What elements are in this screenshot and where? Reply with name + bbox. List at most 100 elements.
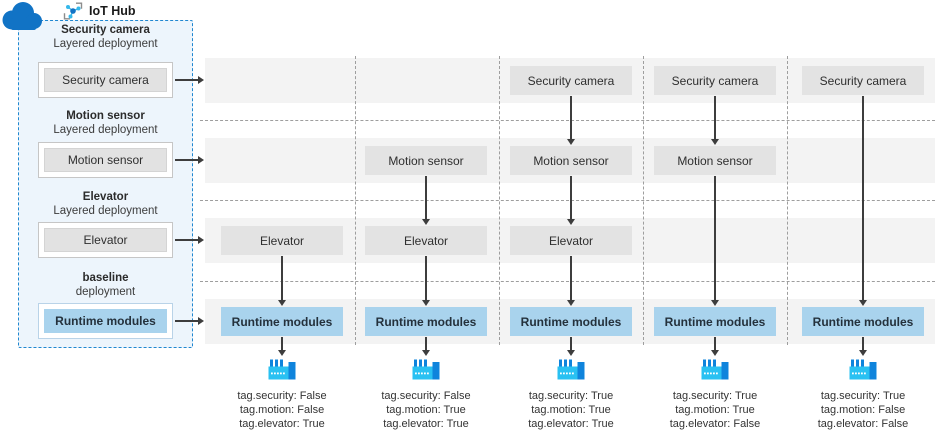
- factory-icon: [701, 358, 729, 386]
- factory-icon: [412, 358, 440, 386]
- arrow-line: [281, 337, 283, 351]
- arrow-head: [198, 317, 204, 325]
- device-tag: tag.motion: True: [531, 404, 611, 416]
- arrow-down: [711, 176, 719, 306]
- device-tag: tag.motion: True: [386, 404, 466, 416]
- deployment-subtitle: deployment: [75, 286, 136, 298]
- deployment-source-label: Elevator: [44, 228, 167, 252]
- module-box: Runtime modules: [365, 307, 487, 336]
- arrow-head: [278, 300, 286, 306]
- device-tag: tag.security: True: [820, 390, 906, 402]
- module-box: Security camera: [510, 66, 632, 95]
- arrow-down: [278, 256, 286, 306]
- module-box: Elevator: [510, 226, 632, 255]
- arrow-down: [567, 256, 575, 306]
- factory-icon: [268, 358, 296, 386]
- deployment-source-box: Elevator: [38, 222, 173, 258]
- device-tag: tag.security: True: [672, 390, 758, 402]
- deployment-source-label: Runtime modules: [44, 309, 167, 333]
- module-box: Runtime modules: [221, 307, 343, 336]
- grid-divider-horizontal: [200, 120, 935, 121]
- arrow-head: [859, 350, 867, 356]
- arrow-line: [714, 176, 716, 301]
- arrow-line: [862, 337, 864, 351]
- arrow-right: [175, 156, 204, 164]
- arrow-down: [859, 337, 867, 356]
- arrow-line: [425, 256, 427, 301]
- iot-hub-header: IoT Hub: [62, 1, 136, 21]
- arrow-down: [422, 176, 430, 225]
- iot-hub-icon: [63, 2, 83, 20]
- device-tags: tag.security: False tag.motion: True tag.e…: [351, 389, 501, 431]
- arrow-head: [278, 350, 286, 356]
- deployment-source-box: Runtime modules: [38, 303, 173, 339]
- arrow-head: [711, 139, 719, 145]
- cloud-icon: [2, 2, 42, 30]
- arrow-down: [859, 96, 867, 306]
- device-tag: tag.motion: False: [239, 404, 325, 416]
- arrow-head: [422, 350, 430, 356]
- arrow-line: [862, 96, 864, 301]
- arrow-line: [570, 176, 572, 220]
- module-box: Motion sensor: [365, 146, 487, 175]
- arrow-line: [714, 337, 716, 351]
- arrow-down: [422, 256, 430, 306]
- module-box: Runtime modules: [510, 307, 632, 336]
- deployment-source-box: Security camera: [38, 62, 173, 98]
- device-tags: tag.security: True tag.motion: True tag.el…: [640, 389, 790, 431]
- arrow-line: [175, 79, 199, 81]
- deployment-subtitle: Layered deployment: [53, 124, 158, 136]
- module-box: Motion sensor: [510, 146, 632, 175]
- arrow-right: [175, 236, 204, 244]
- arrow-head: [567, 139, 575, 145]
- arrow-right: [175, 317, 204, 325]
- device-tag: tag.motion: True: [675, 404, 755, 416]
- arrow-head: [567, 219, 575, 225]
- arrow-down: [422, 337, 430, 356]
- arrow-line: [175, 239, 199, 241]
- arrow-down: [278, 337, 286, 356]
- iot-hub-label: IoT Hub: [89, 4, 136, 18]
- module-box: Runtime modules: [802, 307, 924, 336]
- deployment-title: Security camera: [61, 24, 150, 36]
- arrow-line: [281, 256, 283, 301]
- device-tag: tag.security: True: [528, 390, 614, 402]
- deployment-subtitle: Layered deployment: [53, 38, 158, 50]
- device-tag: tag.elevator: False: [817, 418, 909, 430]
- arrow-line: [425, 337, 427, 351]
- arrow-line: [570, 256, 572, 301]
- module-box: Elevator: [221, 226, 343, 255]
- device-tag: tag.elevator: True: [239, 418, 325, 430]
- module-box: Runtime modules: [654, 307, 776, 336]
- arrow-head: [859, 300, 867, 306]
- deployment-title: baseline: [82, 272, 129, 284]
- arrow-head: [567, 350, 575, 356]
- device-tag: tag.elevator: True: [383, 418, 469, 430]
- module-box: Elevator: [365, 226, 487, 255]
- grid-divider-horizontal: [200, 200, 935, 201]
- device-tag: tag.security: False: [237, 390, 327, 402]
- device-tag: tag.elevator: False: [669, 418, 761, 430]
- arrow-head: [422, 300, 430, 306]
- module-box: Security camera: [802, 66, 924, 95]
- factory-icon: [849, 358, 877, 386]
- deployment-source-label: Security camera: [44, 68, 167, 92]
- arrow-line: [175, 159, 199, 161]
- deployment-title: Motion sensor: [66, 110, 145, 122]
- arrow-right: [175, 76, 204, 84]
- module-box: Motion sensor: [654, 146, 776, 175]
- arrow-head: [198, 236, 204, 244]
- device-tags: tag.security: False tag.motion: False tag.…: [207, 389, 357, 431]
- arrow-head: [198, 76, 204, 84]
- deployment-source-box: Motion sensor: [38, 142, 173, 178]
- arrow-down: [567, 176, 575, 225]
- module-box: Security camera: [654, 66, 776, 95]
- arrow-line: [570, 337, 572, 351]
- arrow-line: [570, 96, 572, 140]
- arrow-line: [175, 320, 199, 322]
- device-tag: tag.motion: False: [820, 404, 906, 416]
- device-tag: tag.security: False: [381, 390, 471, 402]
- arrow-down: [567, 337, 575, 356]
